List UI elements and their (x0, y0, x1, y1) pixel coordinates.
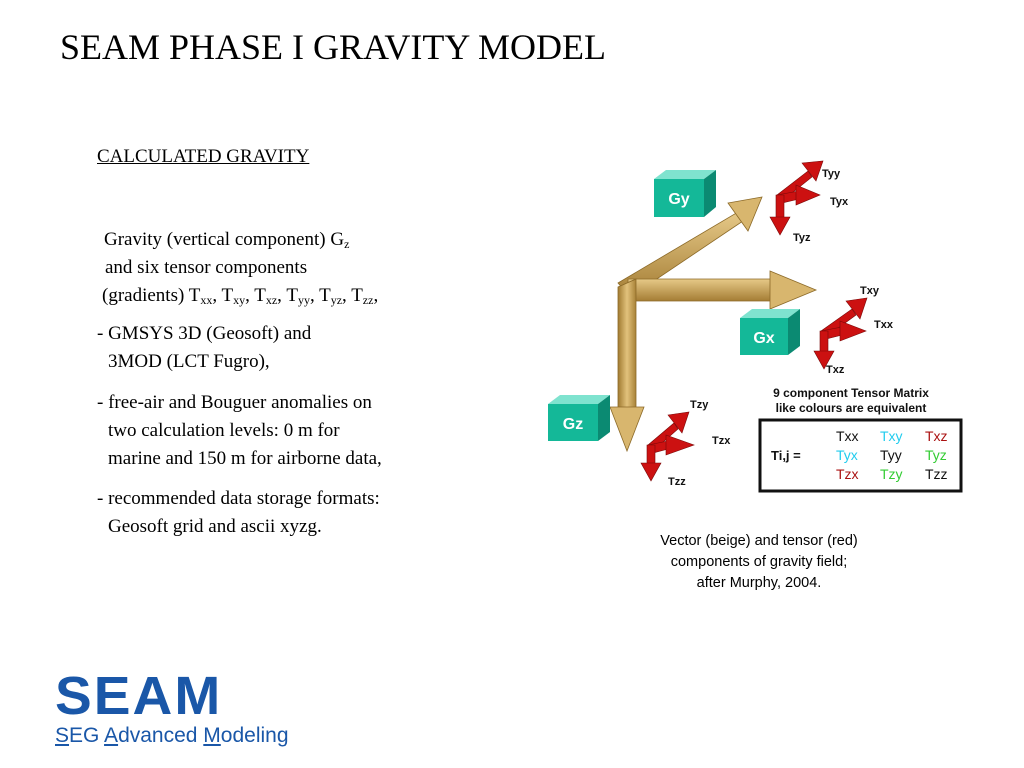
gz-subscript: z (344, 237, 350, 251)
matrix-title-1: 9 component Tensor Matrix (773, 386, 929, 400)
page-title: SEAM PHASE I GRAVITY MODEL (60, 27, 607, 67)
matrix-cell-txx: Txx (836, 428, 859, 444)
caption-line-2: components of gravity field; (670, 554, 848, 570)
label-txx: Txx (874, 319, 894, 331)
label-tzx: Tzx (712, 435, 731, 447)
matrix-cell-txz: Txz (925, 428, 948, 444)
svg-text:Gz: Gz (563, 416, 583, 433)
tensor-z-arrows (640, 411, 695, 482)
box-gy: Gy (654, 170, 716, 217)
matrix-label: Ti,j = (771, 448, 801, 463)
tensor-x-arrows (813, 297, 868, 370)
paragraph-formats: - recommended data storage formats: Geos… (97, 485, 380, 541)
label-txz: Txz (826, 364, 845, 376)
label-tyz: Tyz (793, 232, 811, 244)
svg-text:Gx: Gx (753, 330, 774, 347)
seam-logo: SEAM SEG Advanced Modeling (55, 669, 289, 748)
matrix-cell-tzx: Tzx (836, 466, 859, 482)
tensor-y-arrows (769, 160, 824, 236)
gravity-line-3: (gradients) Txx, Txy, Txz, Tyy, Tyz, Tzz… (102, 285, 379, 307)
matrix-cell-tzz: Tzz (925, 466, 948, 482)
anomalies-line-3: marine and 150 m for airborne data, (108, 448, 382, 469)
vector-gz-arrow (609, 278, 645, 453)
matrix-cell-tyx: Tyx (836, 447, 858, 463)
anomalies-line-2: two calculation levels: 0 m for (108, 420, 340, 441)
gravity-line-2: and six tensor components (105, 257, 308, 278)
logo-wordmark: SEAM (55, 666, 223, 726)
box-gx: Gx (740, 309, 800, 355)
vector-gx-arrow (627, 270, 818, 310)
caption-line-1: Vector (beige) and tensor (red) (660, 533, 858, 549)
label-tzy: Tzy (690, 399, 709, 411)
matrix-cell-tzy: Tzy (880, 466, 903, 482)
gmsys-line-1: - GMSYS 3D (Geosoft) and (97, 323, 312, 344)
matrix-cell-tyy: Tyy (880, 447, 902, 463)
matrix-title-2: like colours are equivalent (776, 401, 927, 415)
gravity-line-1: Gravity (vertical component) G (104, 229, 345, 250)
label-tzz: Tzz (668, 476, 686, 488)
paragraph-gravity-components: Gravity (vertical component) Gz and six … (102, 226, 379, 310)
label-tyy: Tyy (822, 168, 841, 180)
tensor-matrix-box (758, 418, 963, 493)
anomalies-line-1: - free-air and Bouguer anomalies on (97, 392, 372, 413)
section-heading: CALCULATED GRAVITY (97, 146, 310, 167)
box-gz: Gz (548, 395, 610, 441)
caption-line-3: after Murphy, 2004. (696, 575, 822, 591)
paragraph-anomalies: - free-air and Bouguer anomalies on two … (97, 389, 382, 473)
formats-line-1: - recommended data storage formats: (97, 488, 380, 509)
label-txy: Txy (860, 285, 880, 297)
gmsys-line-2: 3MOD (LCT Fugro), (108, 351, 270, 372)
gravity-vector-diagram: Gy Gx Gz Tyy Tyx Tyz Txy Txx Txz (548, 160, 963, 493)
matrix-cell-txy: Txy (880, 428, 903, 444)
formats-line-2: Geosoft grid and ascii xyzg. (108, 516, 322, 537)
paragraph-gmsys: - GMSYS 3D (Geosoft) and 3MOD (LCT Fugro… (97, 320, 311, 376)
label-tyx: Tyx (830, 196, 849, 208)
logo-tagline: SEG Advanced Modeling (55, 724, 289, 747)
matrix-cell-tyz: Tyz (925, 447, 947, 463)
figure-caption: Vector (beige) and tensor (red) componen… (627, 531, 891, 594)
svg-text:Gy: Gy (668, 191, 689, 208)
